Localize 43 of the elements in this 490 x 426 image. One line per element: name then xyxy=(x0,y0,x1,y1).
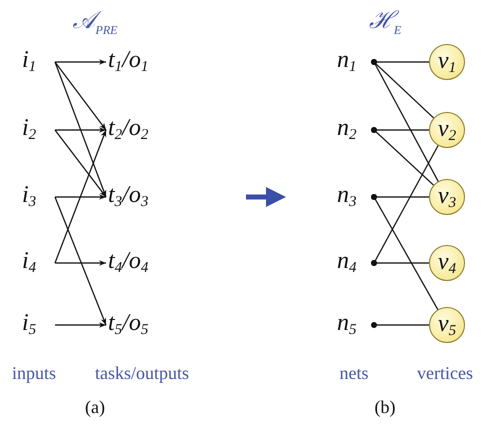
net-label: n$_{4}$ xyxy=(337,248,371,278)
vertex-circle: v$_{3}$ xyxy=(429,179,465,215)
vertex-circle: v$_{1}$ xyxy=(429,44,465,80)
arrow xyxy=(54,62,107,198)
task-output-label: t$_{3}$/o$_{3}$ xyxy=(108,182,174,212)
panel-caption: (a) xyxy=(85,396,105,418)
connector-line xyxy=(371,127,434,186)
arrow xyxy=(55,194,106,200)
arrow xyxy=(54,130,106,198)
connector-line xyxy=(371,59,439,182)
column-label: tasks/outputs xyxy=(95,362,189,384)
task-output-label: t$_{5}$/o$_{5}$ xyxy=(108,310,174,340)
input-label: i$_{3}$ xyxy=(22,182,52,212)
input-label: i$_{4}$ xyxy=(22,248,52,278)
arrow xyxy=(54,130,107,264)
input-label: i$_{5}$ xyxy=(22,310,52,340)
task-output-label: t$_{4}$/o$_{4}$ xyxy=(108,248,174,278)
vertex-circle: v$_{2}$ xyxy=(429,112,465,148)
net-label: n$_{2}$ xyxy=(337,115,371,145)
panel-title: ℋ$_{E}$ xyxy=(368,10,402,32)
arrow xyxy=(55,59,106,65)
input-label: i$_{2}$ xyxy=(22,115,52,145)
task-output-label: t$_{2}$/o$_{2}$ xyxy=(108,115,174,145)
connector-line xyxy=(371,194,438,310)
net-label: n$_{1}$ xyxy=(337,47,371,77)
task-output-label: t$_{1}$/o$_{1}$ xyxy=(108,47,174,77)
net-label: n$_{3}$ xyxy=(337,182,371,212)
net-label: n$_{5}$ xyxy=(337,310,371,340)
column-label: nets xyxy=(340,362,368,384)
column-label: inputs xyxy=(12,362,56,384)
panel-title: 𝒜$_{PRE}$ xyxy=(72,10,118,32)
arrow xyxy=(54,196,107,326)
connector-line xyxy=(371,260,429,266)
connector-line xyxy=(371,322,429,328)
arrow xyxy=(55,322,106,328)
input-label: i$_{1}$ xyxy=(22,47,52,77)
arrow xyxy=(54,62,106,130)
arrow xyxy=(55,260,106,266)
vertex-circle: v$_{4}$ xyxy=(429,245,465,281)
panel-caption: (b) xyxy=(374,396,396,418)
vertex-circle: v$_{5}$ xyxy=(429,307,465,343)
column-label: vertices xyxy=(417,362,473,384)
arrow xyxy=(55,127,106,133)
